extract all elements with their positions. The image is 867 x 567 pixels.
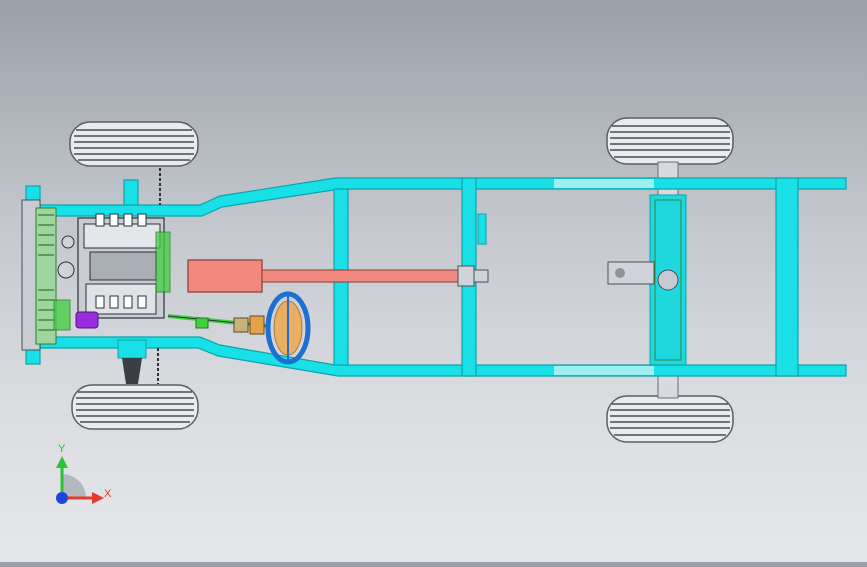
radiator[interactable] (21, 199, 57, 351)
x-axis-label: X (104, 488, 112, 500)
steering-column[interactable] (167, 314, 269, 335)
drive-shaft[interactable] (261, 265, 489, 287)
rear-left-tire[interactable] (71, 384, 199, 430)
frame-highlights (477, 179, 654, 375)
rear-right-tire[interactable] (606, 395, 734, 443)
front-right-tire[interactable] (606, 117, 734, 165)
z-axis-dot (56, 492, 68, 504)
rear-axle[interactable] (607, 161, 687, 399)
engine-block[interactable] (53, 213, 171, 331)
exhaust-muffler[interactable] (187, 259, 263, 293)
steering-wheel[interactable] (265, 291, 311, 365)
front-left-tire[interactable] (69, 121, 199, 167)
front-suspension[interactable] (117, 168, 161, 384)
y-axis-label: Y (58, 443, 66, 455)
coordinate-triad: Y X (56, 443, 112, 504)
